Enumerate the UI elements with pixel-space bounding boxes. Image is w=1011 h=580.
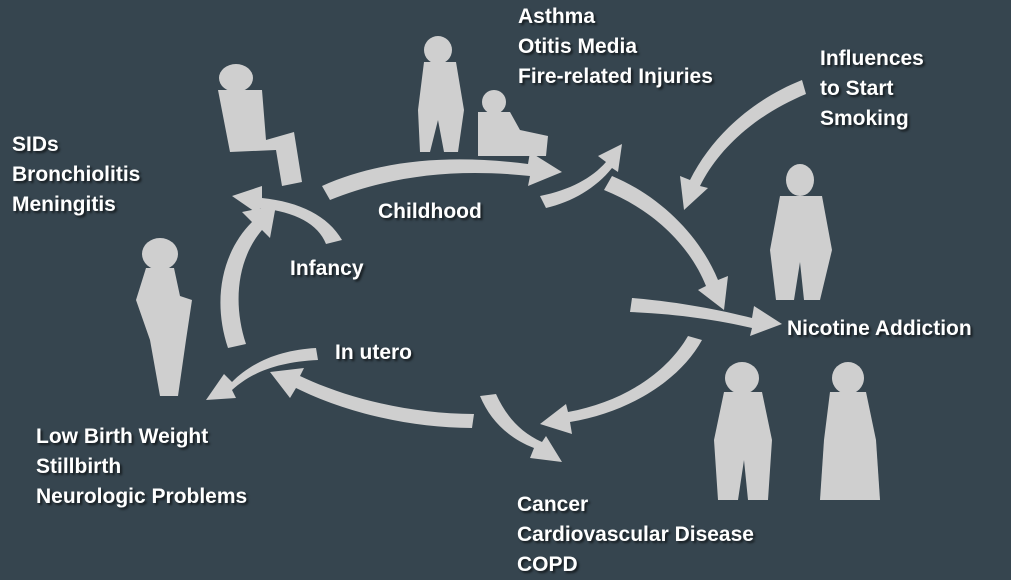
birth-outcomes: Low Birth Weight Stillbirth Neurologic P… bbox=[36, 422, 247, 512]
adult1-body bbox=[714, 392, 772, 500]
outcome-bronchiolitis: Bronchiolitis bbox=[12, 163, 141, 186]
childhood-outcomes: Asthma Otitis Media Fire-related Injurie… bbox=[518, 2, 713, 92]
teen-head bbox=[786, 164, 814, 196]
arrow-childhood-to-asthma bbox=[540, 144, 622, 208]
figure-children bbox=[418, 36, 548, 156]
sitting-child-body bbox=[478, 112, 548, 156]
outcome-cancer: Cancer bbox=[517, 493, 589, 516]
child-head bbox=[424, 36, 452, 64]
woman-body bbox=[136, 268, 192, 396]
infant-head bbox=[219, 64, 253, 92]
outcome-meningitis: Meningitis bbox=[12, 193, 116, 216]
stage-nicotine-addiction: Nicotine Addiction bbox=[787, 317, 972, 340]
outcome-low-birth-weight: Low Birth Weight bbox=[36, 425, 209, 448]
arrow-inutero-to-infancy bbox=[220, 205, 276, 348]
arrow-to-cancer bbox=[480, 394, 562, 462]
sitting-child-head bbox=[482, 90, 506, 114]
infant-body bbox=[218, 90, 302, 186]
outcome-otitis-media: Otitis Media bbox=[518, 35, 638, 58]
stage-childhood: Childhood bbox=[378, 200, 482, 223]
adult2-body bbox=[820, 392, 880, 500]
teen-body bbox=[770, 196, 832, 300]
arrow-infancy-to-sids bbox=[232, 186, 342, 244]
outcome-asthma: Asthma bbox=[518, 5, 596, 28]
arrow-influences bbox=[680, 80, 806, 210]
stage-in-utero: In utero bbox=[335, 341, 412, 364]
arrow-childhood-to-nicotine bbox=[604, 176, 728, 310]
infancy-outcomes: SIDs Bronchiolitis Meningitis bbox=[12, 130, 140, 220]
figure-teen bbox=[770, 164, 832, 300]
outcome-fire-injuries: Fire-related Injuries bbox=[518, 65, 713, 88]
influences-line-1: Influences bbox=[820, 47, 924, 70]
arrow-disease-to-inutero bbox=[270, 368, 474, 428]
arrow-infancy-to-childhood bbox=[322, 152, 562, 200]
arrow-inutero-to-lbw bbox=[206, 348, 318, 400]
influences-text: Influences to Start Smoking bbox=[820, 44, 924, 134]
outcome-stillbirth: Stillbirth bbox=[36, 455, 122, 478]
influences-line-2: to Start bbox=[820, 77, 894, 100]
outcome-sids: SIDs bbox=[12, 133, 59, 156]
influences-line-3: Smoking bbox=[820, 107, 909, 130]
cycle-arrows bbox=[206, 80, 806, 462]
child-body bbox=[418, 62, 464, 152]
figure-pregnant-woman bbox=[136, 238, 192, 396]
arrow-nicotine-to-disease bbox=[540, 336, 702, 434]
adult2-head bbox=[832, 362, 864, 394]
woman-head bbox=[142, 238, 178, 270]
adult-outcomes: Cancer Cardiovascular Disease COPD bbox=[517, 490, 754, 580]
figure-adults bbox=[714, 362, 880, 500]
adult1-head bbox=[725, 362, 759, 394]
outcome-copd: COPD bbox=[517, 553, 578, 576]
outcome-cardiovascular: Cardiovascular Disease bbox=[517, 523, 754, 546]
arrow-to-nicotine-addiction bbox=[630, 298, 782, 336]
stage-infancy: Infancy bbox=[290, 257, 364, 280]
outcome-neurologic-problems: Neurologic Problems bbox=[36, 485, 248, 508]
figure-infant bbox=[218, 64, 302, 186]
